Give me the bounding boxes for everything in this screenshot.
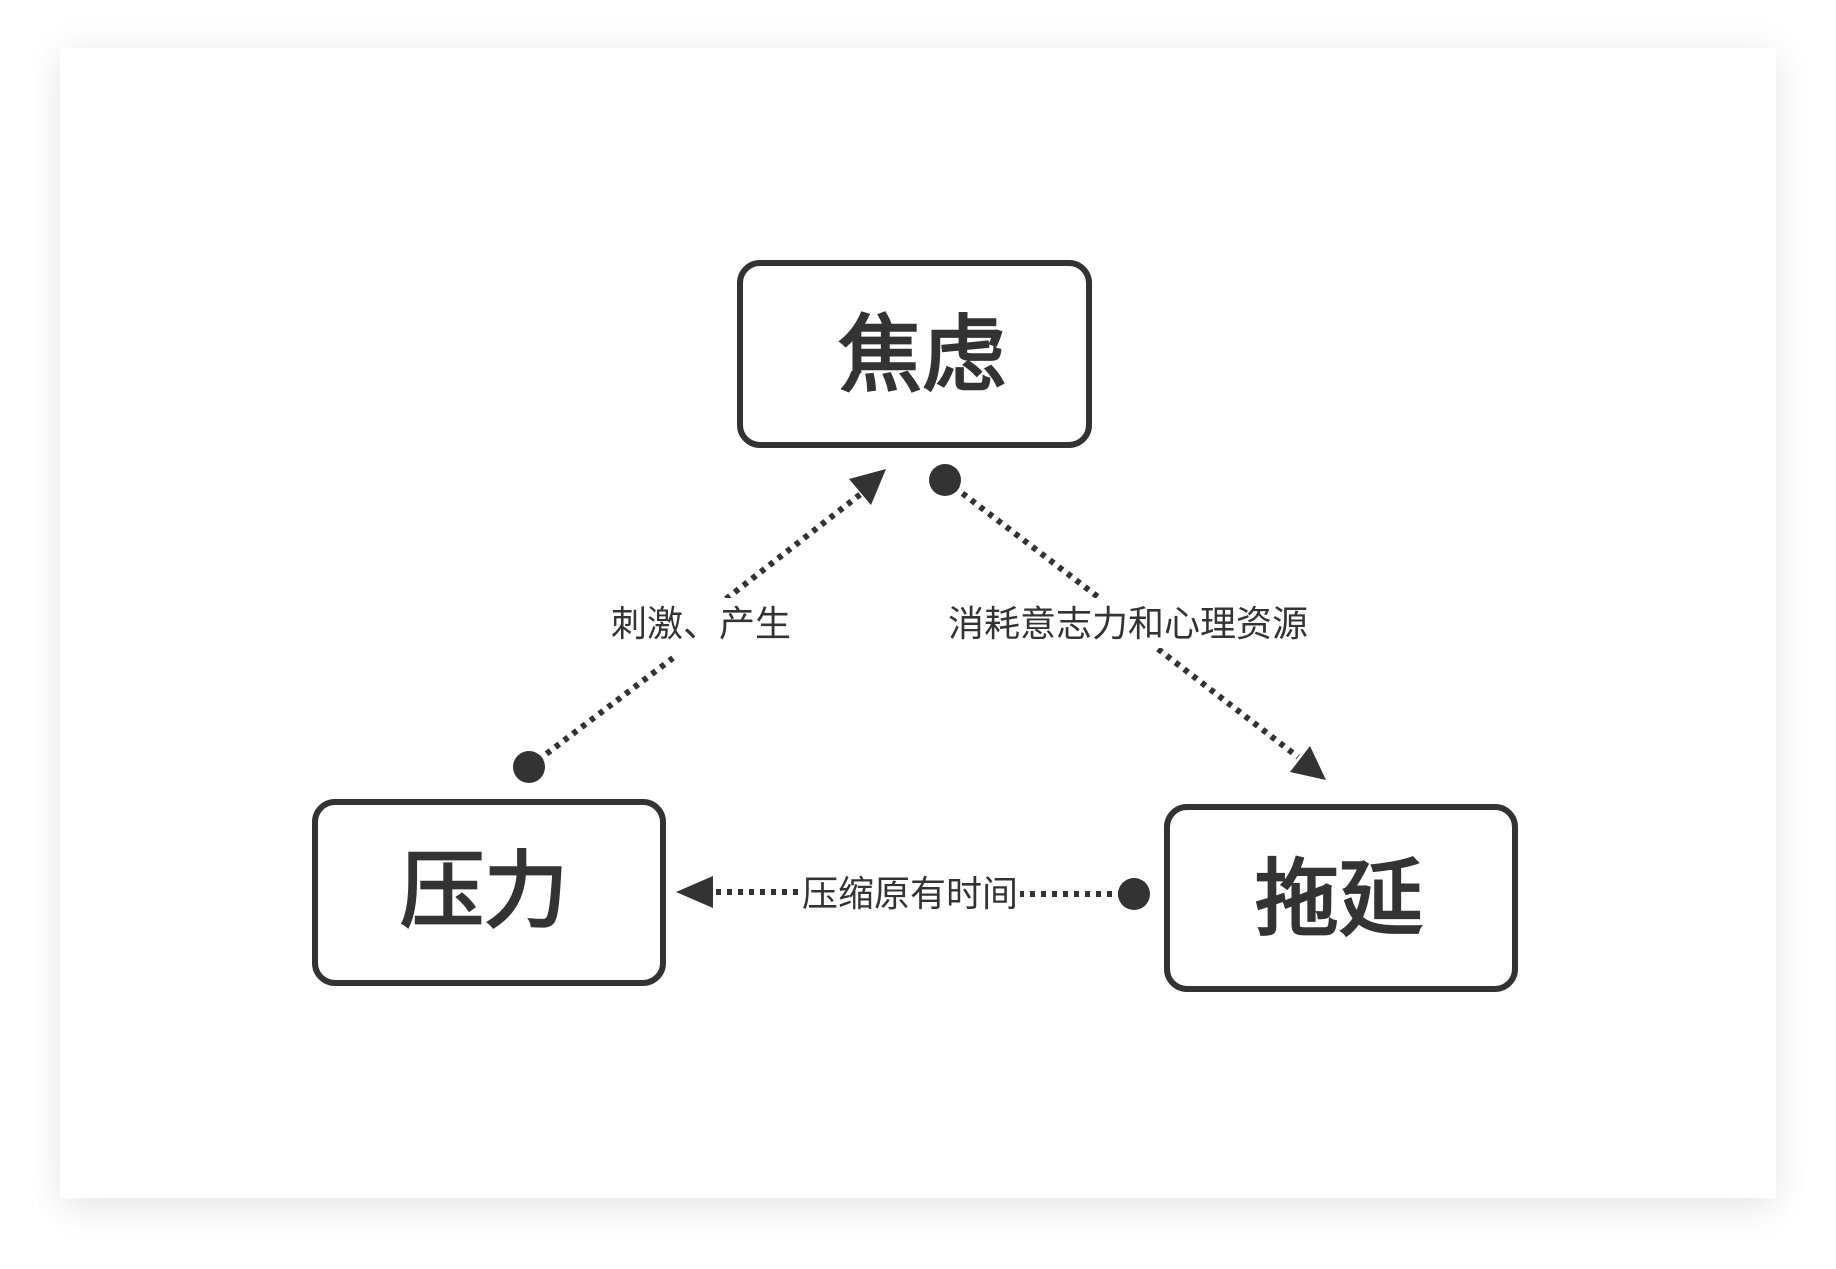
edge-right-to-left-start-dot — [1118, 878, 1150, 910]
edge-top-to-right-line — [1156, 646, 1300, 760]
edge-left-to-top-line — [527, 655, 675, 770]
node-right-box — [1164, 804, 1518, 992]
node-left[interactable]: 压力 — [312, 799, 666, 986]
edge-top-to-right[interactable]: 消耗意志力和心理资源 — [929, 464, 1326, 780]
edge-right-to-left-label: 压缩原有时间 — [802, 874, 1018, 915]
edge-top-to-right-line — [943, 477, 1104, 603]
edge-top-to-right-start-dot — [929, 464, 961, 496]
edge-left-to-top-label-bg — [602, 598, 802, 648]
edge-top-to-right-label-bg — [937, 598, 1319, 648]
edge-left-to-top[interactable]: 刺激、产生 — [513, 469, 886, 783]
edge-top-to-right-arrowhead-icon — [1290, 746, 1326, 780]
edge-top-to-right-label: 消耗意志力和心理资源 — [948, 604, 1308, 645]
node-right[interactable]: 拖延 — [1164, 804, 1518, 992]
edge-left-to-top-label: 刺激、产生 — [611, 604, 791, 645]
edge-left-to-top-line — [724, 490, 864, 602]
node-left-box — [312, 799, 666, 986]
edge-right-to-left[interactable]: 压缩原有时间 — [676, 868, 1150, 918]
diagram-canvas — [60, 48, 1776, 1198]
edge-left-to-top-start-dot — [513, 751, 545, 783]
node-top-box — [737, 260, 1092, 448]
node-left-label: 压力 — [400, 842, 568, 940]
edge-right-to-left-label-bg — [800, 868, 1020, 918]
node-top-label: 焦虑 — [838, 306, 1006, 404]
node-top[interactable]: 焦虑 — [737, 260, 1092, 448]
node-right-label: 拖延 — [1255, 850, 1423, 948]
edge-left-to-top-arrowhead-icon — [849, 469, 886, 505]
edge-right-to-left-arrowhead-icon — [676, 876, 713, 908]
